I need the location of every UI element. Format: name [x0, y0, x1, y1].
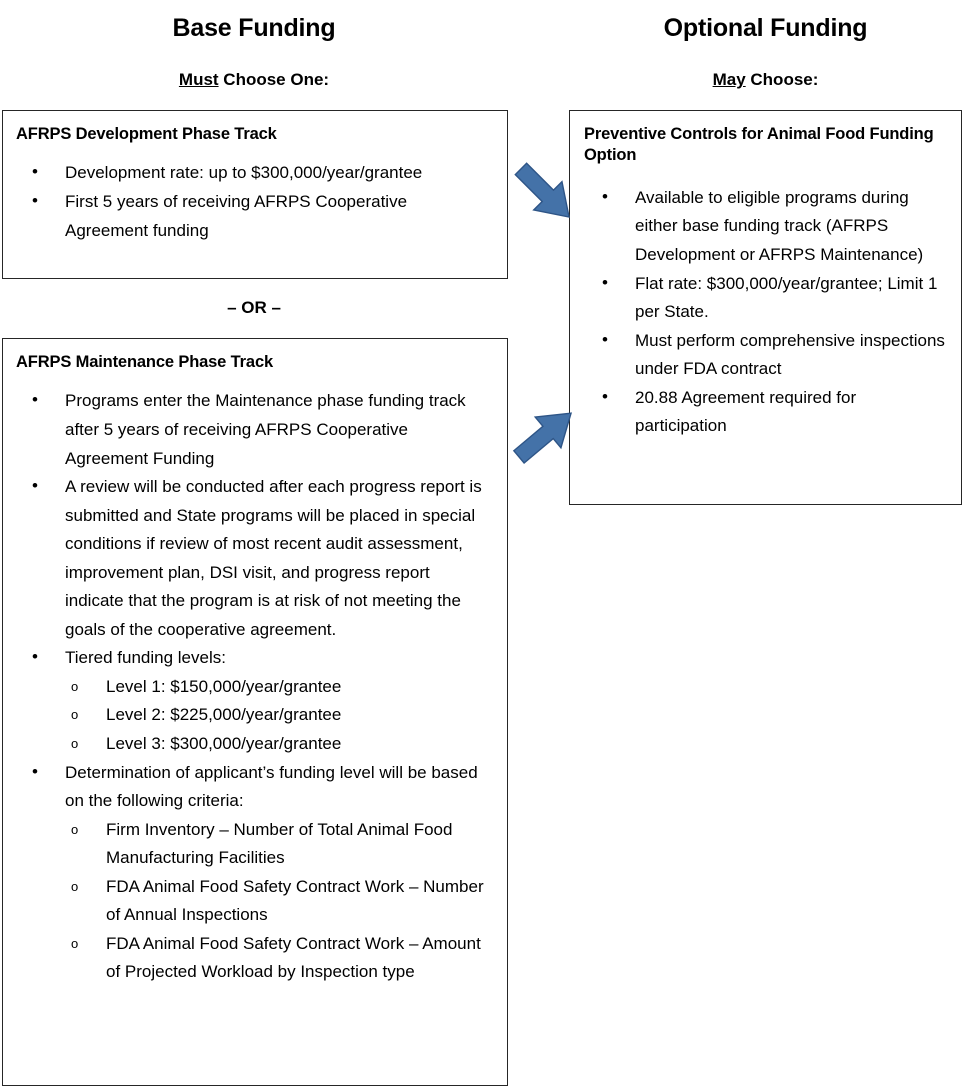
- sub-list-item-text: Level 1: $150,000/year/grantee: [106, 676, 342, 696]
- list-item-text: Programs enter the Maintenance phase fun…: [65, 391, 466, 468]
- list-item-text: Must perform comprehensive inspections u…: [635, 330, 945, 379]
- sub-list-item-text: Level 3: $300,000/year/grantee: [106, 734, 342, 753]
- list-item: • Must perform comprehensive inspections…: [584, 327, 947, 384]
- bullet-list-container: • Development rate: up to $300,000/year/…: [15, 159, 493, 245]
- bullet-filled-icon: •: [32, 761, 38, 781]
- bullet-filled-icon: •: [602, 272, 608, 292]
- arrow-development-to-preventive-controls: [514, 162, 570, 218]
- box-heading: Preventive Controls for Animal Food Fund…: [584, 125, 934, 165]
- subtitle-underlined-word: May: [712, 70, 746, 89]
- bullet-hollow-icon: o: [71, 821, 79, 837]
- bullet-hollow-icon: o: [71, 678, 79, 694]
- bullet-filled-icon: •: [602, 186, 608, 206]
- subtitle-must-choose-one: Must Choose One:: [0, 70, 508, 90]
- list-item-text: Determination of applicant’s funding lev…: [65, 762, 478, 811]
- list-item: • Programs enter the Maintenance phase f…: [15, 387, 491, 473]
- subtitle-underlined-word: Must: [178, 70, 219, 89]
- bullet-filled-icon: •: [32, 476, 38, 496]
- list-item: • Available to eligible programs during …: [584, 184, 947, 270]
- page-title-optional-funding: Optional Funding: [663, 14, 868, 42]
- sub-list-item: o FDA Animal Food Safety Contract Work –…: [65, 873, 491, 930]
- subtitle-rest: Choose One:: [218, 70, 330, 89]
- sub-list-item: o Level 2: $225,000/year/grantee: [65, 701, 491, 730]
- list-item-text: Flat rate: $300,000/year/grantee; Limit …: [635, 273, 938, 322]
- bullet-list: • Development rate: up to $300,000/year/…: [15, 159, 493, 245]
- list-item: • 20.88 Agreement required for participa…: [584, 384, 947, 441]
- list-item: • A review will be conducted after each …: [15, 473, 491, 644]
- sub-list-item: o Firm Inventory – Number of Total Anima…: [65, 816, 491, 873]
- bullet-filled-icon: •: [32, 390, 38, 410]
- bullet-list: • Programs enter the Maintenance phase f…: [15, 387, 491, 986]
- subtitle-rest: Choose:: [745, 70, 819, 89]
- sub-list-item: o Level 3: $300,000/year/grantee: [65, 730, 491, 759]
- list-item-text: Available to eligible programs during ei…: [635, 187, 924, 264]
- bullet-filled-icon: •: [32, 190, 38, 210]
- list-item-text: Tiered funding levels:: [65, 648, 226, 668]
- list-item-text: A review will be conducted after each pr…: [65, 477, 482, 639]
- box-afrps-maintenance-phase-track: AFRPS Maintenance Phase Track • Programs…: [2, 338, 508, 1086]
- bullet-hollow-icon: o: [71, 736, 79, 751]
- sub-list-item: o Level 1: $150,000/year/grantee: [65, 673, 491, 702]
- box-afrps-development-phase-track: AFRPS Development Phase Track • Developm…: [2, 110, 508, 279]
- subtitle-may-choose: May Choose:: [569, 70, 962, 90]
- list-item: • Determination of applicant’s funding l…: [15, 759, 491, 987]
- box-heading: AFRPS Development Phase Track: [16, 125, 277, 143]
- bullet-filled-icon: •: [602, 386, 608, 406]
- bullet-filled-icon: •: [32, 647, 38, 667]
- bullet-hollow-icon: o: [71, 878, 79, 894]
- bullet-filled-icon: •: [32, 162, 38, 182]
- sub-bullet-list: o Firm Inventory – Number of Total Anima…: [65, 816, 491, 987]
- list-item: • First 5 years of receiving AFRPS Coope…: [15, 188, 493, 245]
- list-item-text: 20.88 Agreement required for participati…: [635, 387, 857, 436]
- or-separator: – OR –: [227, 298, 281, 317]
- page-title-base-funding: Base Funding: [172, 14, 336, 42]
- box-preventive-controls-funding-option: Preventive Controls for Animal Food Fund…: [569, 110, 962, 505]
- sub-list-item-text: Level 2: $225,000/year/grantee: [106, 705, 342, 725]
- sub-list-item-text: Firm Inventory – Number of Total Animal …: [106, 819, 453, 868]
- bullet-list: • Available to eligible programs during …: [584, 184, 947, 441]
- sub-list-item-text: FDA Animal Food Safety Contract Work – A…: [106, 933, 481, 982]
- bullet-filled-icon: •: [602, 329, 608, 349]
- box-heading: AFRPS Maintenance Phase Track: [16, 353, 273, 371]
- bullet-hollow-icon: o: [71, 707, 79, 723]
- sub-bullet-list: o Level 1: $150,000/year/grantee o Level…: [65, 673, 491, 759]
- list-item: • Tiered funding levels: o Level 1: $150…: [15, 644, 491, 758]
- arrow-maintenance-to-preventive-controls: [512, 412, 573, 464]
- bullet-list-container: • Programs enter the Maintenance phase f…: [15, 387, 491, 986]
- list-item-text: First 5 years of receiving AFRPS Coopera…: [65, 191, 408, 240]
- sub-list-item: o FDA Animal Food Safety Contract Work –…: [65, 930, 491, 987]
- list-item: • Development rate: up to $300,000/year/…: [15, 159, 493, 188]
- list-item: • Flat rate: $300,000/year/grantee; Limi…: [584, 270, 947, 327]
- bullet-list-container: • Available to eligible programs during …: [584, 184, 947, 441]
- bullet-hollow-icon: o: [71, 935, 79, 951]
- list-item-text: Development rate: up to $300,000/year/gr…: [65, 163, 423, 183]
- sub-list-item-text: FDA Animal Food Safety Contract Work – N…: [106, 876, 484, 925]
